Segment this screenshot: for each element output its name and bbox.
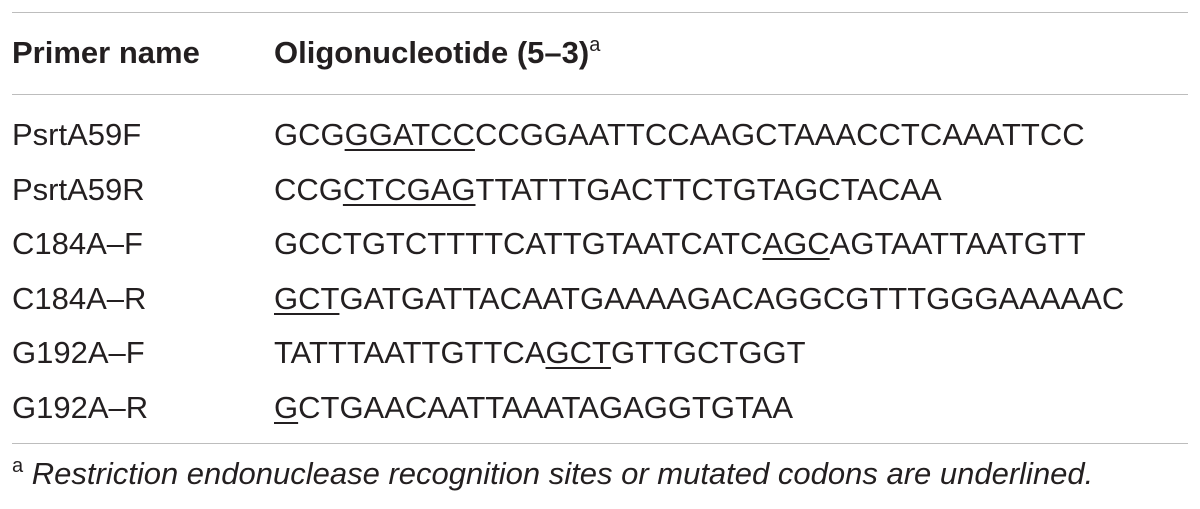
sequence-segment: CCG (274, 171, 343, 207)
primer-name-cell: C184A–R (12, 280, 147, 316)
primer-name-cell: PsrtA59R (12, 171, 145, 207)
primer-name-cell: PsrtA59F (12, 117, 142, 152)
sequence-segment: CTGAACAATTAAATAGAGGTGTAA (298, 389, 794, 425)
column-header-primer-name-text: Primer name (12, 35, 200, 70)
sequence-segment: GCG (274, 117, 345, 152)
underlined-site: GGATCC (344, 117, 475, 152)
underlined-site: GCT (545, 335, 611, 371)
primer-name-cell: C184A–F (12, 226, 143, 262)
oligonucleotide-cell: GCGGGATCCCCGGAATTCCAAGCTAAACCTCAAATTCC (274, 108, 1085, 162)
table-row: C184A–F GCCTGTCTTTTCATTGTAATCATCAGCAGTAA… (0, 217, 1200, 272)
column-header-oligonucleotide: Oligonucleotide (5–3)a (274, 30, 600, 76)
column-header-oligonucleotide-text: Oligonucleotide (5–3) (274, 35, 590, 70)
table-row: G192A–F TATTTAATTGTTCAGCTGTTGCTGGT (0, 326, 1200, 381)
underlined-site: G (274, 389, 299, 425)
primer-name-cell: G192A–R (12, 389, 149, 425)
sequence-segment: TATTTAATTGTTCA (274, 335, 546, 371)
primer-name-cell: G192A–F (12, 335, 145, 371)
column-header-primer-name: Primer name (12, 30, 200, 76)
sequence-segment: AGTAATTAATGTT (829, 226, 1086, 262)
sequence-segment: GCCTGTCTTTTCATTGTAATCATC (274, 226, 763, 262)
footnote-mark: a (12, 455, 24, 477)
underlined-site: GCT (274, 280, 340, 316)
oligonucleotide-cell: GCCTGTCTTTTCATTGTAATCATCAGCAGTAATTAATGTT (274, 217, 1086, 271)
primer-table-body: PsrtA59F GCGGGATCCCCGGAATTCCAAGCTAAACCTC… (0, 108, 1200, 436)
underlined-site: AGC (762, 226, 830, 262)
table-footnote: a Restriction endonuclease recognition s… (12, 451, 1093, 497)
table-row: PsrtA59R CCGCTCGAGTTATTTGACTTCTGTAGCTACA… (0, 163, 1200, 218)
table-bottom-rule (12, 443, 1188, 444)
oligonucleotide-cell: GCTGATGATTACAATGAAAAGACAGGCGTTTGGGAAAAAC (274, 272, 1124, 326)
sequence-segment: TTATTTGACTTCTGTAGCTACAA (475, 171, 942, 207)
table-top-rule (12, 12, 1188, 13)
underlined-site: CTCGAG (342, 171, 476, 207)
table-row: C184A–R GCTGATGATTACAATGAAAAGACAGGCGTTTG… (0, 272, 1200, 327)
oligonucleotide-cell: CCGCTCGAGTTATTTGACTTCTGTAGCTACAA (274, 163, 942, 217)
footnote-text: Restriction endonuclease recognition sit… (31, 456, 1094, 491)
sequence-segment: GATGATTACAATGAAAAGACAGGCGTTTGGGAAAAAC (339, 280, 1125, 316)
table-row: G192A–R GCTGAACAATTAAATAGAGGTGTAA (0, 381, 1200, 436)
header-divider-rule (12, 94, 1188, 95)
header-footnote-mark: a (589, 34, 601, 56)
oligonucleotide-cell: TATTTAATTGTTCAGCTGTTGCTGGT (274, 326, 806, 380)
sequence-segment: GTTGCTGGT (610, 335, 806, 371)
table-row: PsrtA59F GCGGGATCCCCGGAATTCCAAGCTAAACCTC… (0, 108, 1200, 163)
sequence-segment: CCGGAATTCCAAGCTAAACCTCAAATTCC (474, 117, 1085, 152)
oligonucleotide-cell: GCTGAACAATTAAATAGAGGTGTAA (274, 381, 793, 435)
